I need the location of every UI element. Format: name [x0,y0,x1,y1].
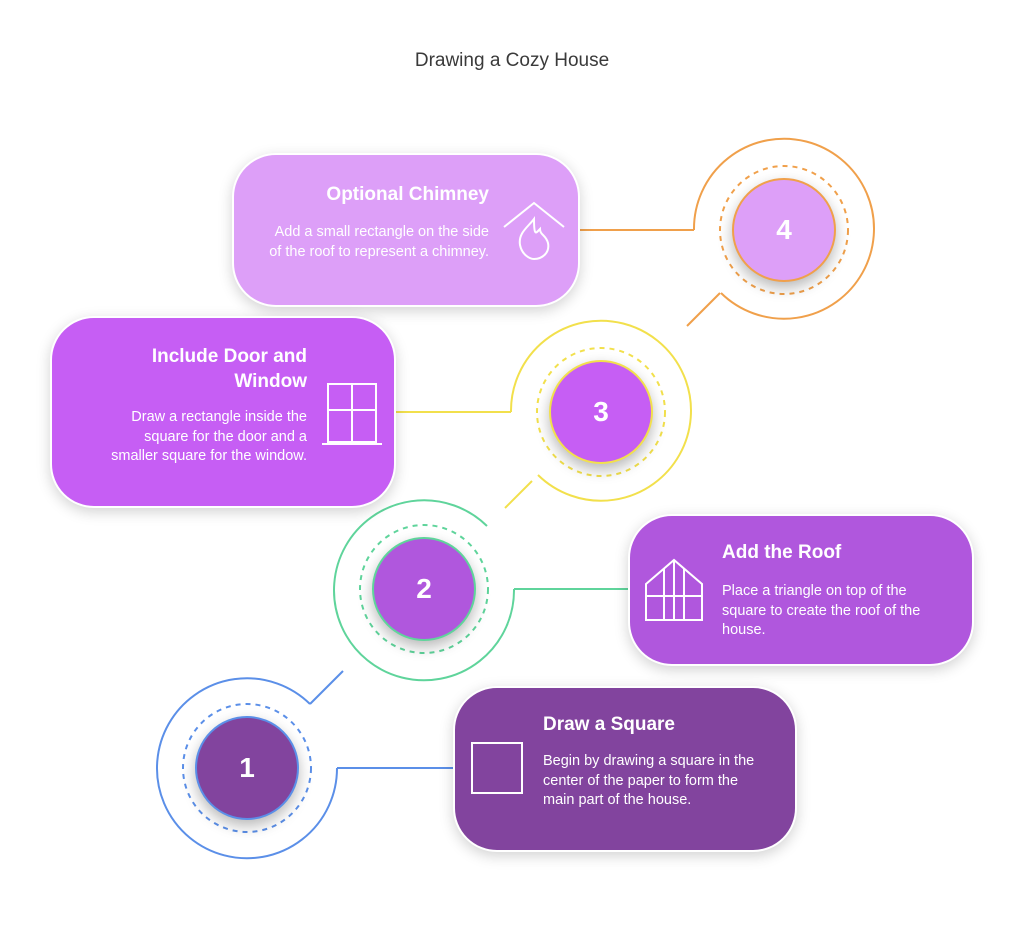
step-card-2: Add the Roof Place a triangle on top of … [628,514,974,666]
step-card-1: Draw a Square Begin by drawing a square … [453,686,797,852]
step-description-1: Begin by drawing a square in the center … [543,753,755,808]
square-icon [471,742,523,794]
step-card-4: Optional Chimney Add a small rectangle o… [232,153,580,307]
step-number-4: 4 [732,178,836,282]
fireplace-icon [503,201,565,261]
connector-2-3 [504,480,533,509]
ring-step-3 [509,319,692,502]
window-icon [322,383,382,445]
ring-step-2 [333,499,516,682]
step-title-3: Include Door and Window [151,346,307,392]
step-card-3: Include Door and Window Draw a rectangle… [50,316,396,508]
step-title-2: Add the Roof [722,542,842,563]
ring-step-1 [156,677,339,860]
step-number-2: 2 [372,537,476,641]
step-description-3: Draw a rectangle inside the square for t… [111,409,307,464]
step-title-1: Draw a Square [543,714,675,735]
connector-3-4 [686,292,721,327]
step-description-2: Place a triangle on top of the square to… [722,583,921,638]
step-title-4: Optional Chimney [326,184,489,205]
greenhouse-icon [645,558,703,621]
step-description-4: Add a small rectangle on the side of the… [269,224,489,260]
connector-1-2 [309,670,344,705]
step-number-3: 3 [549,360,653,464]
step-number-1: 1 [195,716,299,820]
diagram-title: Drawing a Cozy House [414,50,610,71]
ring-step-4 [692,137,875,320]
